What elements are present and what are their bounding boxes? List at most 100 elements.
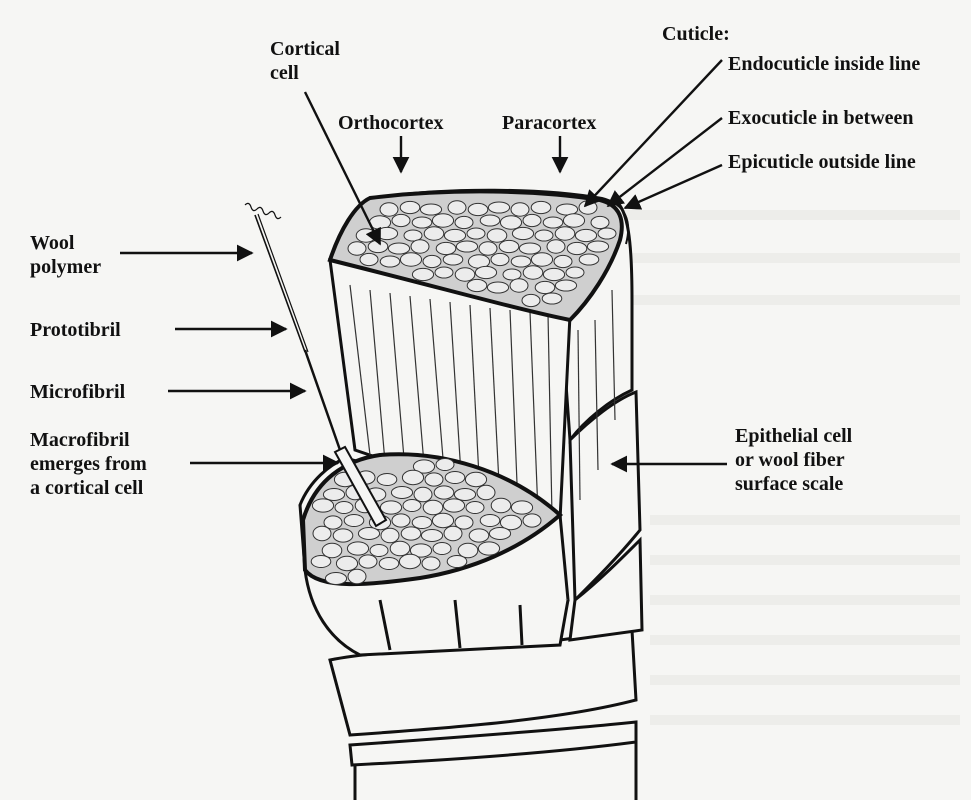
cortical-cell-shape <box>477 485 495 499</box>
label-exocuticle: Exocuticle in between <box>728 106 914 130</box>
label-epithelial: Epithelial cell or wool fiber surface sc… <box>735 424 852 496</box>
cortical-cell-shape <box>487 282 508 293</box>
cortical-cell-shape <box>531 201 551 213</box>
cortical-cell-shape <box>323 489 344 501</box>
cortical-cell-shape <box>443 499 464 512</box>
cortical-cell-shape <box>344 515 364 527</box>
cortical-cell-shape <box>555 227 575 240</box>
cortical-cell-shape <box>598 228 616 239</box>
cortical-cell-shape <box>432 513 453 527</box>
cortical-cell-shape <box>523 214 541 226</box>
cortical-cell-shape <box>475 266 496 278</box>
cortical-cell-shape <box>547 240 565 253</box>
cortical-cell-shape <box>445 472 465 484</box>
cortical-cell-shape <box>447 556 467 568</box>
label-wool-polymer: Wool polymer <box>30 231 101 279</box>
cortical-cell-shape <box>333 529 353 542</box>
cortical-cell-shape <box>511 203 529 216</box>
cortical-cell-shape <box>390 541 410 555</box>
label-cortical-cell: Cortical cell <box>270 37 340 85</box>
cortical-cell-shape <box>380 256 400 267</box>
cortical-cell-shape <box>469 529 489 542</box>
cortical-cell-shape <box>359 555 377 568</box>
cortical-cell-shape <box>381 528 399 542</box>
cortical-cell-shape <box>336 556 357 570</box>
label-macrofibril: Macrofibril emerges from a cortical cell <box>30 428 147 500</box>
cortical-cell-shape <box>512 227 533 239</box>
cortical-cell-shape <box>456 241 477 252</box>
cortical-cell-shape <box>436 459 454 471</box>
cortical-cell-shape <box>348 242 366 255</box>
cortical-cell-shape <box>311 556 331 568</box>
cortical-cell-shape <box>433 543 451 555</box>
cortical-cell-shape <box>466 502 484 514</box>
cortical-cell-shape <box>480 515 500 527</box>
cortical-cell-shape <box>376 227 397 239</box>
cortical-cell-shape <box>468 203 488 215</box>
label-cuticle-title: Cuticle: <box>662 22 730 46</box>
cortical-cell-shape <box>479 242 497 255</box>
cortical-cell-shape <box>335 502 353 514</box>
cortical-cell-shape <box>425 473 443 486</box>
cortical-cell-shape <box>412 268 433 280</box>
cortical-cell-shape <box>554 255 572 267</box>
cortical-cell-shape <box>478 542 499 555</box>
arrow-epicuticle <box>625 165 722 208</box>
cortical-cell-shape <box>420 204 441 215</box>
cortical-cell-shape <box>543 268 564 280</box>
cortical-cell-shape <box>566 267 584 278</box>
cortical-cell-shape <box>591 216 609 228</box>
cortical-cell-shape <box>377 474 397 486</box>
cortical-cell-shape <box>392 214 410 226</box>
label-protofibril: Prototibril <box>30 318 121 342</box>
cortical-cell-shape <box>422 557 440 570</box>
cortical-cell-shape <box>489 528 510 540</box>
label-endocuticle: Endocuticle inside line <box>728 52 920 76</box>
cortical-cell-shape <box>523 514 541 527</box>
cortical-cell-shape <box>535 230 553 241</box>
cortical-cell-shape <box>312 499 333 512</box>
cortical-cell-shape <box>403 500 421 512</box>
cortical-cell-shape <box>388 243 409 254</box>
cortical-cell-shape <box>567 242 587 254</box>
cortical-cell-shape <box>348 569 366 583</box>
cortical-cell-shape <box>587 241 608 252</box>
cortical-cell-shape <box>414 487 432 501</box>
cortical-cell-shape <box>519 243 540 254</box>
cortical-cell-shape <box>523 266 543 279</box>
cortical-cell-shape <box>400 253 421 266</box>
cortical-cell-shape <box>412 217 432 228</box>
cortical-cell-shape <box>455 268 475 281</box>
cortical-cell-shape <box>401 527 421 540</box>
cortical-cell-shape <box>487 229 507 242</box>
cortical-cell-shape <box>391 487 412 499</box>
cortical-cell-shape <box>500 216 521 229</box>
cortical-cell-shape <box>522 294 540 306</box>
cortical-cell-shape <box>467 279 487 291</box>
cortical-cell-shape <box>435 267 453 278</box>
cortical-cell-shape <box>436 242 456 254</box>
cortical-cell-shape <box>542 293 562 304</box>
cortical-cell-shape <box>454 489 475 501</box>
label-paracortex: Paracortex <box>502 111 596 135</box>
cortical-cell-shape <box>347 542 368 555</box>
label-orthocortex: Orthocortex <box>338 111 444 135</box>
cortical-cell-shape <box>467 228 485 239</box>
cortical-cell-shape <box>412 517 432 529</box>
cortical-cell-shape <box>543 217 563 228</box>
cortical-cell-shape <box>421 530 442 542</box>
cortical-cell-shape <box>448 201 466 214</box>
cortical-cell-shape <box>444 229 465 241</box>
cortical-cell-shape <box>370 545 388 557</box>
cortical-cell-shape <box>531 253 552 266</box>
cortical-cell-shape <box>575 229 596 241</box>
label-epicuticle: Epicuticle outside line <box>728 150 916 174</box>
cortical-cell-shape <box>358 528 379 540</box>
cortical-cell-shape <box>535 281 555 293</box>
cortical-cell-shape <box>432 214 453 227</box>
cortical-cell-shape <box>400 201 420 213</box>
cortical-cell-shape <box>360 253 378 265</box>
wool-polymer-helix <box>245 203 281 218</box>
cortical-cell-shape <box>511 501 532 514</box>
